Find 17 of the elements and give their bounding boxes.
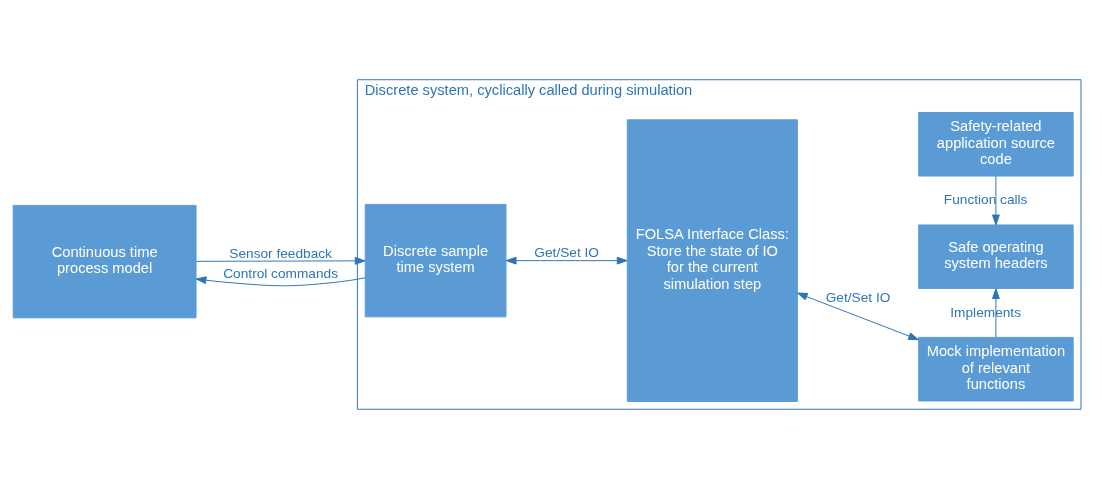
node-box: FOLSA Interface Class: Store the state of IO for the current simulation step [626,118,798,402]
edge-label: Implements [950,304,1021,320]
edge-label: Control commands [223,265,338,281]
node-box: Safety-related application source code [918,111,1074,177]
edge-label: Get/Set IO [825,289,891,305]
node-box: Continuous time process model [12,204,197,318]
node-box: Mock implementation of relevant functions [918,336,1074,401]
arrow [195,256,366,265]
node-box: Discrete sample time system [364,203,507,317]
arrow [505,256,628,265]
arrow [992,175,1000,225]
arrow [796,292,919,340]
edge-label: Get/Set IO [534,244,599,260]
arrow [195,275,366,286]
arrow [992,287,1000,338]
node-box: Safe operating system headers [918,223,1074,289]
edge-label: Sensor feedback [229,245,332,261]
